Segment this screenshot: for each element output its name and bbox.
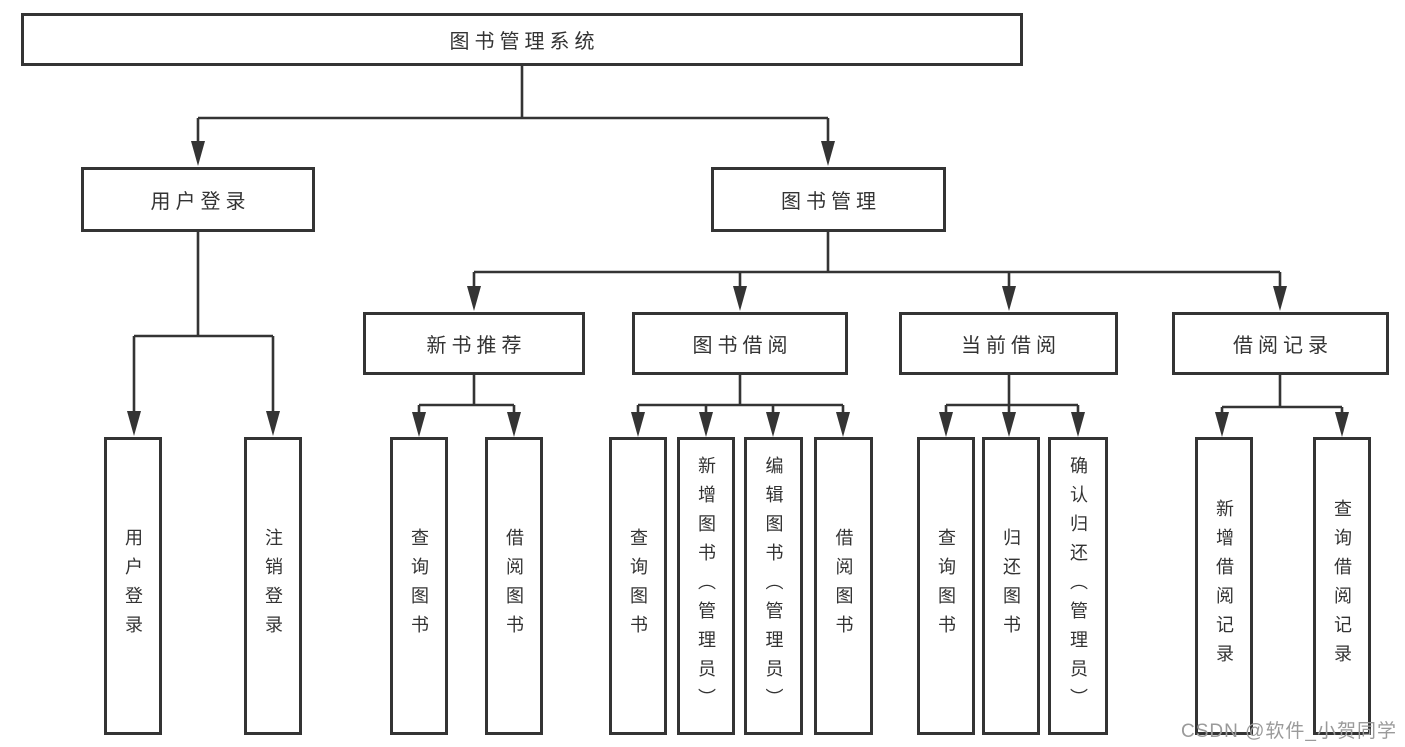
connector-borrow-records-children [1215,375,1349,437]
leaf-logout-label: 注销登录 [263,528,283,644]
node-user-login-label: 用户登录 [150,191,251,213]
node-book-borrow-label: 图书借阅 [692,335,793,357]
arrow-down-icon [631,412,645,437]
arrow-down-icon [507,412,521,437]
leaf-borrow-query-books: 查询图书 [609,437,667,735]
leaf-records-add-label: 新增借阅记录 [1214,499,1234,673]
connector-root-to-level2 [191,66,835,166]
leaf-borrow-add-books-admin-label: 新增图书（管理员） [696,455,716,717]
arrow-down-icon [1215,412,1229,437]
arrow-down-icon [1335,412,1349,437]
leaf-logout: 注销登录 [244,437,302,735]
node-borrow-records-label: 借阅记录 [1233,335,1333,357]
leaf-current-return-books-label: 归还图书 [1001,528,1021,644]
node-borrow-records: 借阅记录 [1172,312,1389,375]
connector-book-borrow-children [631,375,850,437]
arrow-down-icon [733,286,747,311]
arrow-down-icon [1002,286,1016,311]
arrow-down-icon [821,141,835,166]
leaf-current-confirm-return-admin-label: 确认归还（管理员） [1068,455,1088,717]
leaf-borrow-borrow-books-label: 借阅图书 [833,528,854,644]
arrow-down-icon [191,141,205,166]
node-new-book-recommend-label: 新书推荐 [426,335,527,357]
connector-current-borrow-children [939,375,1085,437]
leaf-newbook-borrow-books-label: 借阅图书 [504,528,524,644]
leaf-newbook-borrow-books: 借阅图书 [485,437,543,735]
arrow-down-icon [1273,286,1287,311]
leaf-current-query-books-label: 查询图书 [936,528,956,644]
leaf-borrow-add-books-admin: 新增图书（管理员） [677,437,735,735]
connector-user-login-children [127,232,280,436]
node-root-label: 图书管理系统 [449,31,600,53]
leaf-user-login: 用户登录 [104,437,162,735]
leaf-current-confirm-return-admin: 确认归还（管理员） [1048,437,1108,735]
node-current-borrow-label: 当前借阅 [961,335,1061,357]
node-current-borrow: 当前借阅 [899,312,1118,375]
leaf-records-query-label: 查询借阅记录 [1332,499,1352,673]
node-book-management-label: 图书管理 [781,191,881,213]
arrow-down-icon [939,412,953,437]
leaf-user-login-label: 用户登录 [123,528,143,644]
connector-new-book-children [412,375,521,437]
arrow-down-icon [699,412,713,437]
arrow-down-icon [467,286,481,311]
arrow-down-icon [766,412,780,437]
arrow-down-icon [412,412,426,437]
leaf-borrow-query-books-label: 查询图书 [628,528,648,644]
leaf-records-add: 新增借阅记录 [1195,437,1253,735]
node-new-book-recommend: 新书推荐 [363,312,585,375]
node-book-management: 图书管理 [711,167,946,232]
leaf-newbook-query-books-label: 查询图书 [409,528,429,644]
arrow-down-icon [1071,412,1085,437]
arrow-down-icon [266,411,280,436]
leaf-borrow-edit-books-admin-label: 编辑图书（管理员） [763,455,784,717]
node-root: 图书管理系统 [21,13,1023,66]
leaf-current-query-books: 查询图书 [917,437,975,735]
node-user-login: 用户登录 [81,167,315,232]
leaf-records-query: 查询借阅记录 [1313,437,1371,735]
connector-book-management-children [467,232,1287,311]
leaf-borrow-borrow-books: 借阅图书 [814,437,873,735]
leaf-newbook-query-books: 查询图书 [390,437,448,735]
arrow-down-icon [1002,412,1016,437]
leaf-borrow-edit-books-admin: 编辑图书（管理员） [744,437,803,735]
watermark: CSDN @软件_小贺同学 [1181,721,1397,742]
arrow-down-icon [127,411,141,436]
node-book-borrow: 图书借阅 [632,312,848,375]
arrow-down-icon [836,412,850,437]
leaf-current-return-books: 归还图书 [982,437,1040,735]
